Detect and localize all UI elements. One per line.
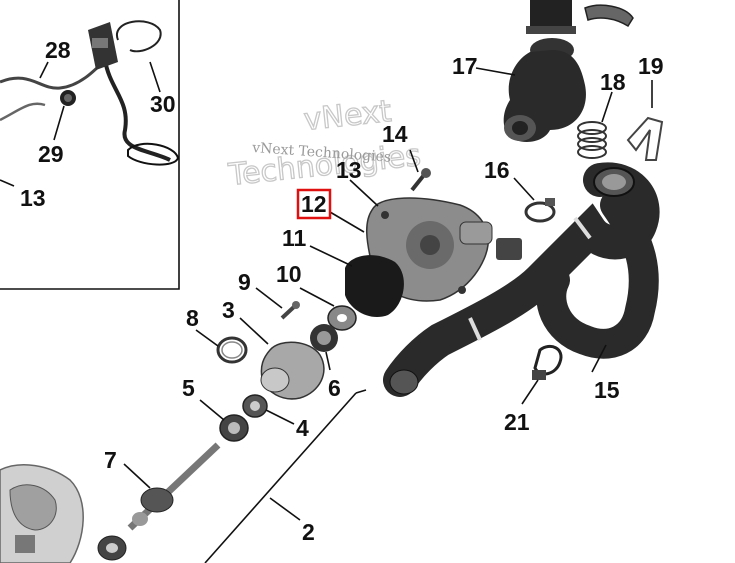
callout-30[interactable]: 30 — [150, 91, 176, 117]
part-7-shaft — [127, 442, 221, 531]
part-10-seal — [327, 305, 357, 331]
part-19-clip — [626, 116, 664, 161]
top-hose — [526, 0, 634, 34]
callout-11[interactable]: 11 — [282, 225, 307, 251]
callout-13-inset[interactable]: 13 — [20, 185, 46, 211]
leader-lines — [0, 61, 653, 563]
part-18-spring — [577, 121, 607, 159]
part-16-clamp — [524, 198, 556, 223]
part-15-hose — [383, 162, 660, 397]
callout-4[interactable]: 4 — [296, 415, 309, 441]
callout-13[interactable]: 13 — [336, 157, 362, 183]
callout-17[interactable]: 17 — [452, 53, 478, 79]
highlight-box-12 — [296, 188, 332, 220]
part-4-bearing — [242, 394, 268, 418]
engine-fragment — [0, 464, 84, 563]
part-3-housing — [260, 341, 325, 400]
callout-19[interactable]: 19 — [638, 53, 664, 79]
callouts: 28 29 30 13 17 18 19 14 16 13 12 11 10 9… — [20, 37, 664, 545]
part-14-screw — [410, 168, 431, 192]
part-6-seal — [310, 324, 338, 352]
callout-8[interactable]: 8 — [186, 305, 199, 331]
callout-10[interactable]: 10 — [276, 261, 302, 287]
callout-21[interactable]: 21 — [504, 409, 530, 435]
callout-14[interactable]: 14 — [382, 121, 408, 147]
callout-16[interactable]: 16 — [484, 157, 510, 183]
callout-2[interactable]: 2 — [302, 519, 315, 545]
part-9-screw — [280, 301, 300, 320]
callout-28[interactable]: 28 — [45, 37, 71, 63]
part-21-clamp — [532, 345, 563, 380]
bottom-bearing — [97, 535, 127, 561]
callout-12[interactable]: 12 — [301, 191, 327, 217]
part-11-gasket — [345, 255, 404, 318]
part-8-oring — [216, 336, 248, 364]
callout-15[interactable]: 15 — [594, 377, 620, 403]
callout-6[interactable]: 6 — [328, 375, 341, 401]
callout-18[interactable]: 18 — [600, 69, 626, 95]
callout-5[interactable]: 5 — [182, 375, 195, 401]
callout-9[interactable]: 9 — [238, 269, 251, 295]
callout-3[interactable]: 3 — [222, 297, 235, 323]
watermark-big-a: vNext — [302, 94, 393, 138]
callout-29[interactable]: 29 — [38, 141, 64, 167]
part-5-bearing — [219, 414, 249, 442]
inset-panel — [0, 0, 180, 290]
callout-7[interactable]: 7 — [104, 447, 117, 473]
part-17-housing — [503, 38, 586, 142]
